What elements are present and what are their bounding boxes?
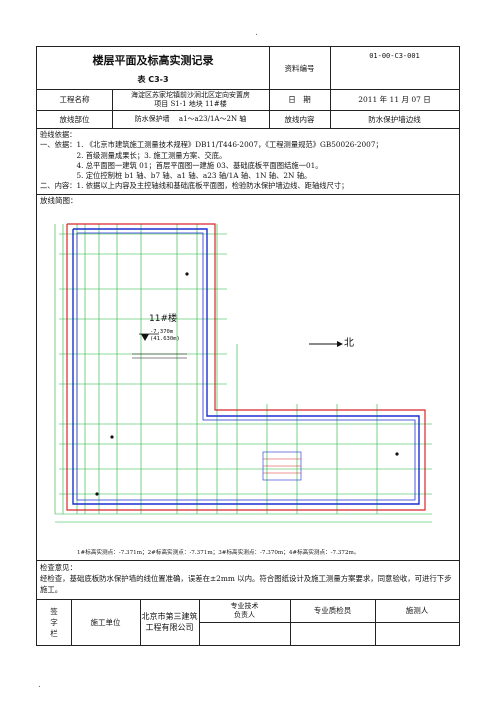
- bottom-mark: .: [38, 680, 41, 690]
- sketch-heading: 放线简图：: [40, 196, 78, 205]
- unit-value-line2: 工程有限公司: [145, 623, 194, 632]
- project-label: 工程名称: [59, 95, 90, 104]
- elevation-points: [95, 272, 399, 496]
- basis-line-3: 4. 总平面图一建筑 01；首层平面图一建施 03、基础底板平面图结施一01。: [40, 160, 323, 170]
- construction-unit-label: 施工单位: [90, 617, 121, 627]
- opinion-heading: 检查意见：: [40, 563, 77, 572]
- building-label: 11#楼: [149, 312, 177, 324]
- protection-wall-line: [72, 228, 420, 505]
- project-value: 海淀区苏家坨镇前沙涧北区定向安置房 项目 S1-1 地块 11#楼: [112, 89, 269, 110]
- tech-lead-label: 专业技术 负责人: [199, 599, 290, 622]
- date-value: 2011 年 11 月 07 日: [358, 95, 431, 104]
- doc-no-value: 01-00-C3-001: [369, 51, 420, 60]
- basis-heading: 验线依据：: [40, 130, 77, 139]
- record-form: 楼层平面及标高实测记录 表 C3-3 资料编号 01-00-C3-001 工程名…: [36, 46, 460, 646]
- qc-inspector-label: 专业质检员: [313, 606, 352, 615]
- layout-sketch: 11#楼 -7.370m (41.630m) 北: [54, 223, 432, 523]
- tech-lead-line2: 负责人: [234, 610, 255, 619]
- unit-value-line1: 北京市第三建筑: [141, 612, 198, 621]
- tech-lead-line1: 专业技术: [230, 602, 259, 610]
- date-label: 日 期: [288, 95, 311, 104]
- surveyor-label: 施测人: [405, 606, 429, 615]
- top-mark: .: [255, 28, 258, 38]
- form-title: 楼层平面及标高实测记录: [92, 53, 214, 67]
- red-boundary: [66, 223, 426, 511]
- basis-section: 验线依据： 一、依据：1. 《北京市建筑施工测量技术规程》DB11/T446-2…: [40, 130, 456, 192]
- left-dimensions: [54, 224, 432, 523]
- sign-column-label: 签 字 栏: [50, 606, 58, 638]
- project-value-line1: 海淀区苏家坨镇前沙涧北区定向安置房: [131, 91, 250, 99]
- basis-line-4: 5. 定位控制桩 b1 轴、b7 轴、a1 轴、a23 轴/1A 轴、1N 轴、…: [40, 171, 312, 181]
- basis-line-1: 一、依据：1. 《北京市建筑施工测量技术规程》DB11/T446-2007，《工…: [40, 140, 383, 150]
- table-number: 表 C3-3: [137, 74, 169, 84]
- axis-grid: [59, 224, 432, 514]
- content-label: 放线内容: [284, 114, 315, 124]
- location-value: 防水保护墙 a1～a23/1A～2N 轴: [134, 114, 247, 123]
- basis-line-2: 2. 首级测量成果长；3. 施工测量方案、交底。: [40, 150, 227, 160]
- basis-line-5: 二、内容：1. 依据以上内容及主控轴线和基础底板平面图，检验防水保护墙边线、距轴…: [40, 181, 349, 191]
- north-label: 北: [344, 337, 354, 349]
- legend-box: [262, 451, 302, 481]
- north-arrow-icon: [309, 341, 343, 347]
- opinion-section: 检查意见： 经检查，基础底板防水保护墙的线位置准确，误差在±2mm 以内。符合图…: [40, 562, 456, 595]
- elevation-2: (41.630m): [150, 336, 180, 342]
- content-value: 防水保护墙边线: [368, 114, 421, 124]
- project-value-line2: 项目 S1-1 地块 11#楼: [154, 99, 227, 108]
- opinion-text: 经检查，基础底板防水保护墙的线位置准确，误差在±2mm 以内。符合图纸设计及施工…: [40, 574, 452, 594]
- elevation-1: -7.370m: [150, 329, 174, 335]
- elevation-measure-note: 1#标高实测点：-7.371m；2#标高实测点：-7.371m；3#标高实测点：…: [77, 550, 360, 556]
- doc-no-label: 资料编号: [284, 63, 315, 73]
- location-label: 放线部位: [59, 114, 90, 124]
- construction-unit-value: 北京市第三建筑 工程有限公司: [140, 599, 199, 645]
